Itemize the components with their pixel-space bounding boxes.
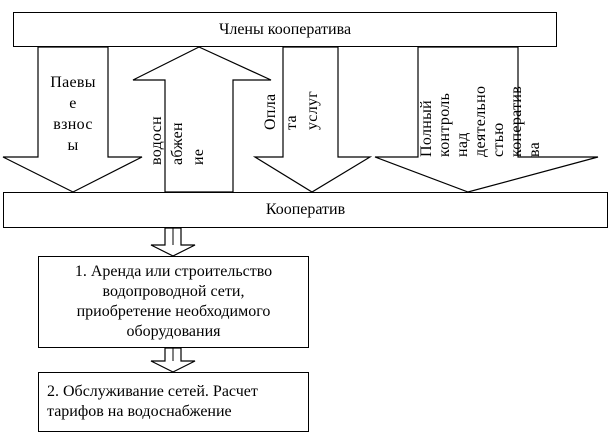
payment-label: Опла та услуг bbox=[262, 90, 321, 130]
step1-label: 1. Аренда или строительство водопроводно… bbox=[74, 263, 273, 340]
control-label: Полный контроль над деятельно стью копер… bbox=[418, 85, 543, 157]
cooperative-members-label: Члены кооператива bbox=[218, 20, 352, 38]
cooperative-label: Кооператив bbox=[265, 201, 346, 218]
water-supply-arrow bbox=[132, 46, 272, 193]
cooperative-members-box: Члены кооператива bbox=[13, 12, 557, 47]
payment-arrow bbox=[252, 46, 373, 193]
shares-label: Паевы е взнос ы bbox=[50, 74, 96, 154]
step2-label: 2. Обслуживание сетей. Расчет тарифов на… bbox=[47, 383, 258, 420]
control-arrow bbox=[374, 46, 599, 193]
step2-box: 2. Обслуживание сетей. Расчет тарифов на… bbox=[38, 372, 309, 432]
step1-box: 1. Аренда или строительство водопроводно… bbox=[38, 256, 309, 348]
cooperative-box: Кооператив bbox=[3, 192, 608, 228]
water-supply-label: водосн абжен ие bbox=[148, 116, 207, 165]
shares-arrow bbox=[2, 46, 143, 193]
